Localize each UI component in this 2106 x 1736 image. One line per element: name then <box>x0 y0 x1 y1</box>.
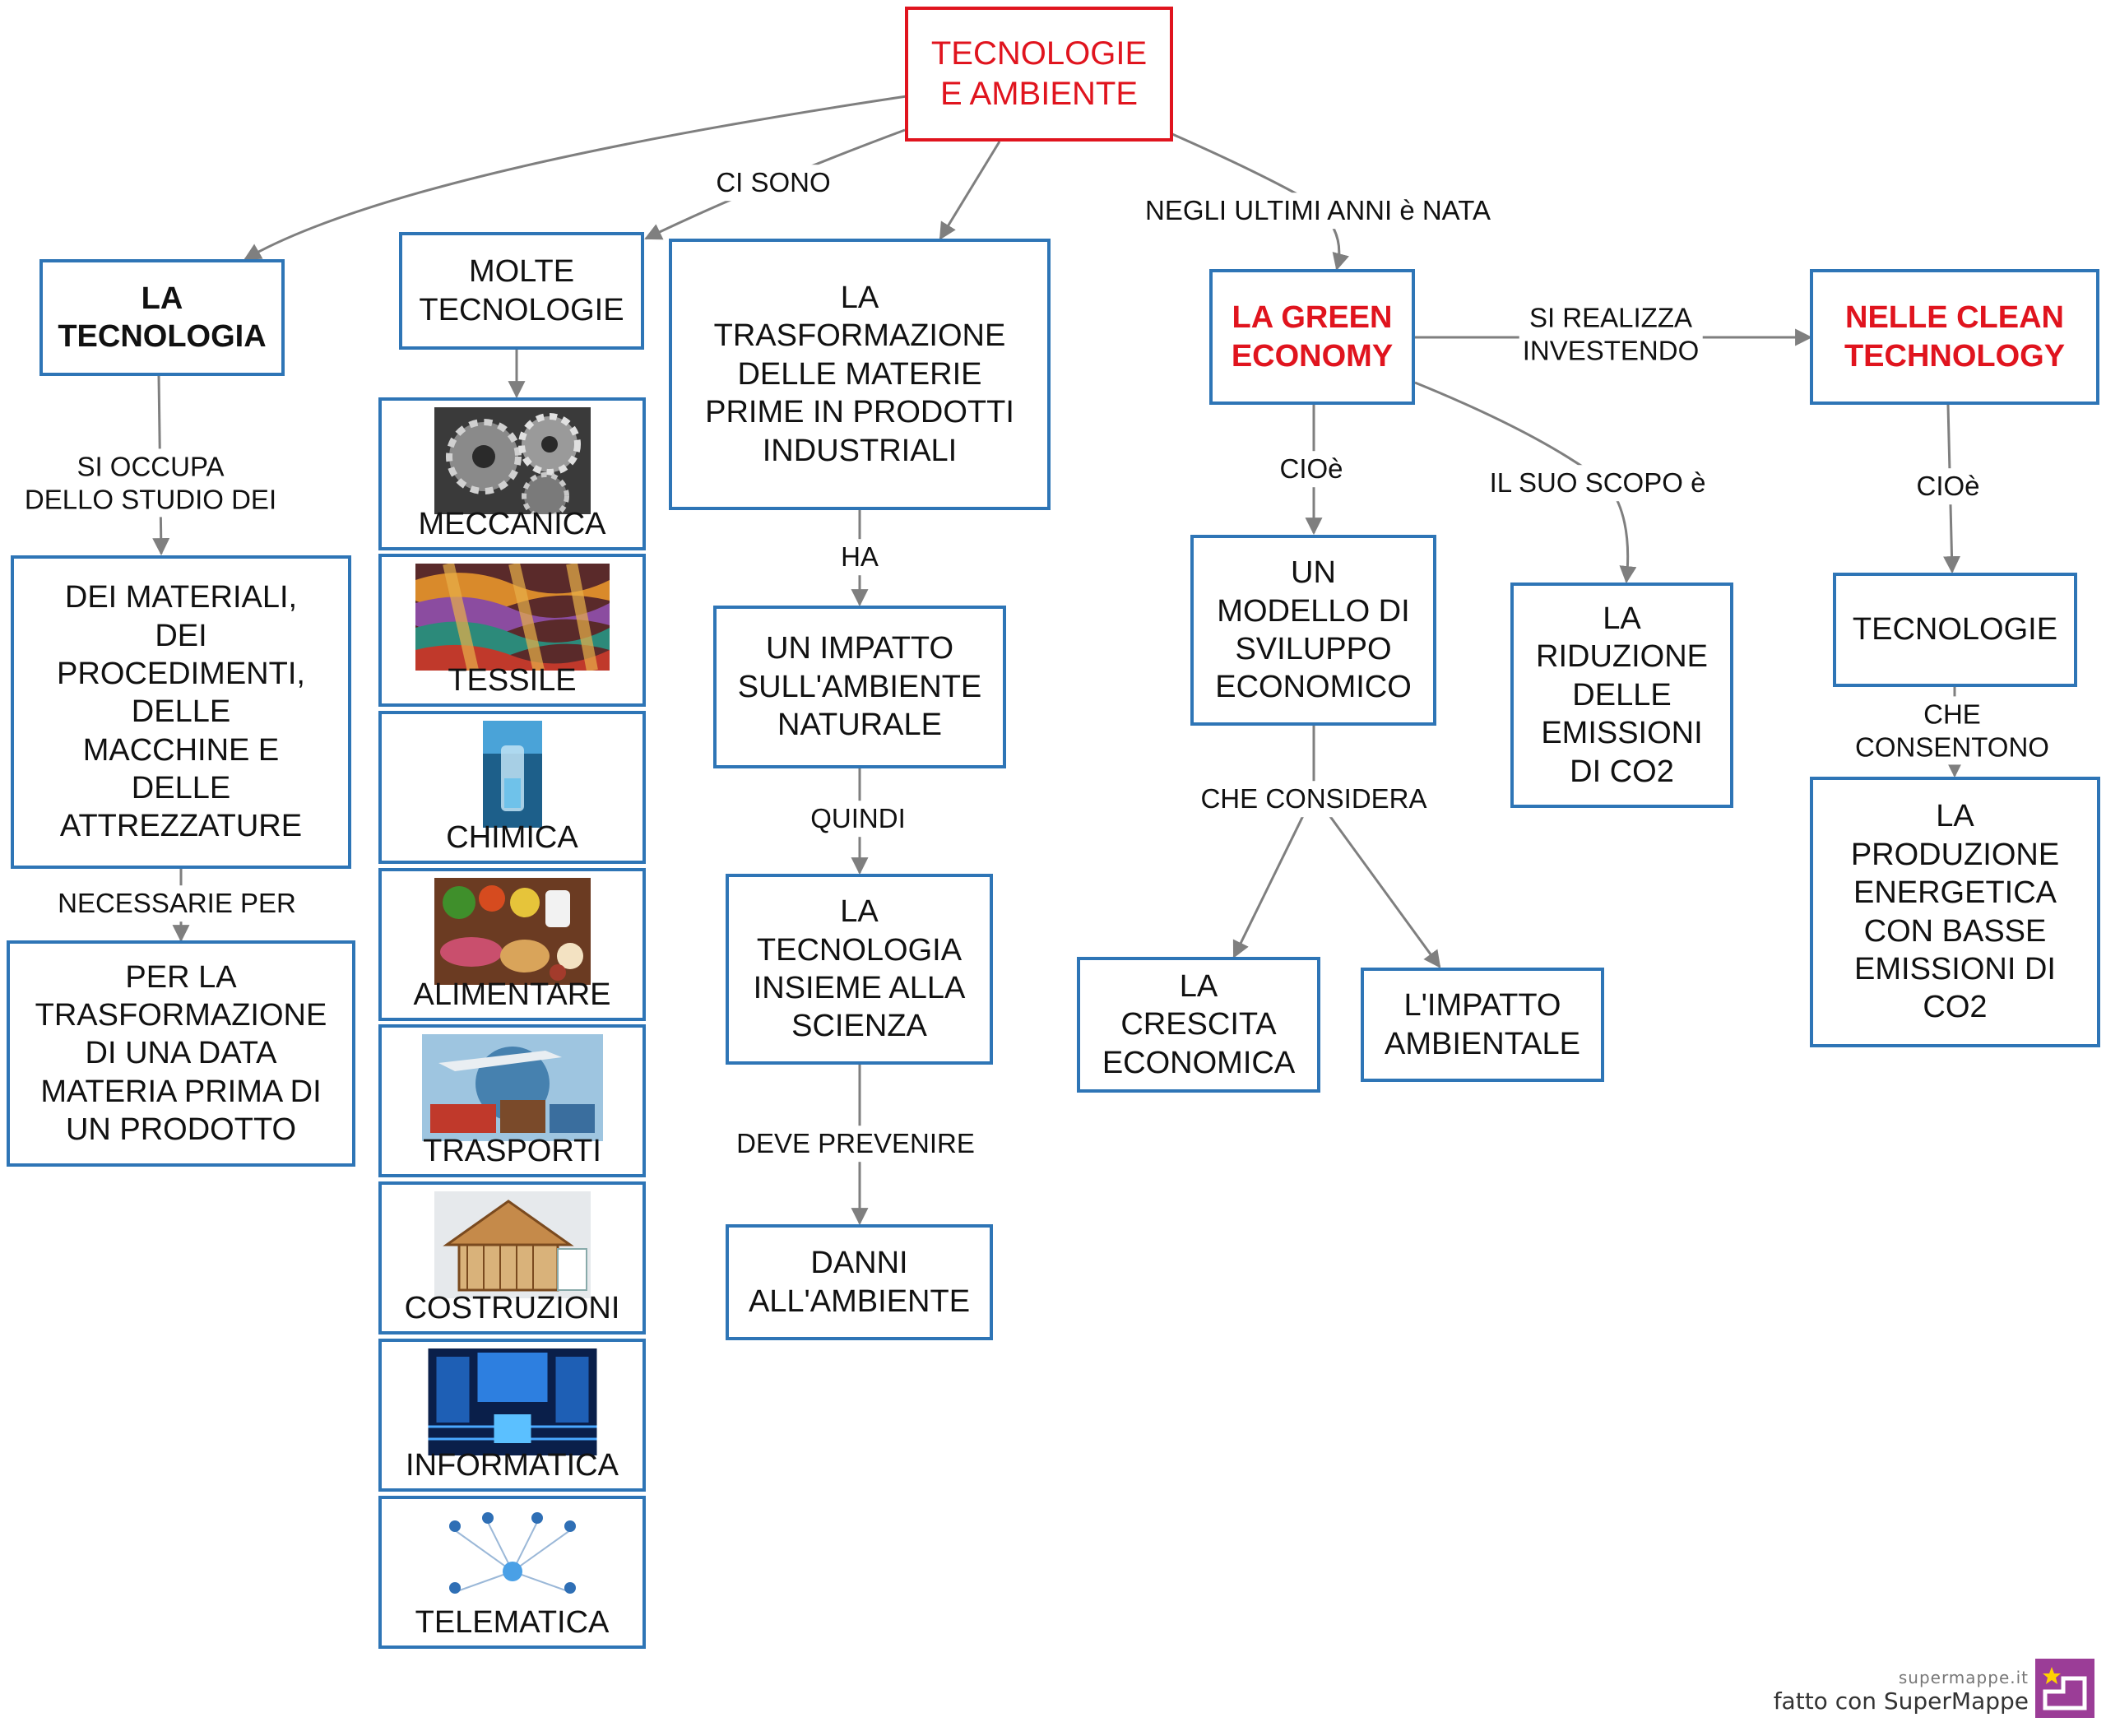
node-per-la-trasformazione: PER LA TRASFORMAZIONE DI UNA DATA MATERI… <box>7 940 355 1167</box>
node-crescita-economica: LA CRESCITA ECONOMICA <box>1077 957 1320 1093</box>
link-label-ha: HA <box>837 539 882 575</box>
node-dei-materiali: DEI MATERIALI, DEI PROCEDIMENTI, DELLE M… <box>11 555 351 869</box>
node-riduzione-emissioni: LA RIDUZIONE DELLE EMISSIONI DI CO2 <box>1510 583 1733 808</box>
node-tecnologie: TECNOLOGIE <box>1833 573 2077 687</box>
server-room-icon <box>428 1348 596 1455</box>
tech-tessile: TESSILE <box>378 554 646 707</box>
link-modello-impatto-ambientale <box>1312 793 1441 968</box>
tech-label: TRASPORTI <box>423 1134 601 1169</box>
link-label-che-consentono: CHE CONSENTONO <box>1852 696 2053 765</box>
tech-label: TESSILE <box>448 663 577 699</box>
transport-icon <box>421 1034 603 1141</box>
link-label-cioe-clean: CIOè <box>1913 468 1983 504</box>
tech-chimica: CHIMICA <box>378 711 646 864</box>
tech-label: TELEMATICA <box>415 1605 610 1641</box>
link-label-deve-prevenire: DEVE PREVENIRE <box>733 1126 978 1162</box>
house-construction-icon <box>434 1191 591 1298</box>
link-label-si-realizza: SI REALIZZA INVESTENDO <box>1519 299 1703 369</box>
node-impatto-ambientale: L'IMPATTO AMBIENTALE <box>1361 968 1604 1082</box>
link-root-trasformazione <box>939 141 1001 240</box>
tech-telematica: TELEMATICA <box>378 1496 646 1649</box>
brand-tagline: fatto con SuperMappe <box>1773 1687 2029 1715</box>
lab-flask-icon <box>482 721 542 828</box>
link-label-ci-sono: CI SONO <box>712 165 834 201</box>
node-danni: DANNI ALL'AMBIENTE <box>726 1224 993 1340</box>
link-label-negli-ultimi-anni: NEGLI ULTIMI ANNI è NATA <box>1142 193 1494 229</box>
brand-site: supermappe.it <box>1898 1668 2029 1687</box>
tech-label: CHIMICA <box>446 820 578 856</box>
node-molte-tecnologie: MOLTE TECNOLOGIE <box>399 232 644 350</box>
tech-label: ALIMENTARE <box>413 977 611 1013</box>
node-trasformazione-materie: LA TRASFORMAZIONE DELLE MATERIE PRIME IN… <box>669 239 1051 510</box>
link-label-quindi: QUINDI <box>807 801 909 837</box>
link-label-si-occupa: SI OCCUPA DELLO STUDIO DEI <box>21 448 281 518</box>
tech-alimentare: ALIMENTARE <box>378 868 646 1021</box>
tech-label: COSTRUZIONI <box>404 1291 620 1326</box>
link-modello-crescita <box>1232 726 1315 959</box>
tech-informatica: INFORMATICA <box>378 1339 646 1492</box>
branding: supermappe.it fatto con SuperMappe <box>1774 1668 2029 1715</box>
root-node: TECNOLOGIE E AMBIENTE <box>905 7 1173 142</box>
tech-costruzioni: COSTRUZIONI <box>378 1181 646 1334</box>
node-impatto: UN IMPATTO SULL'AMBIENTE NATURALE <box>713 606 1006 768</box>
link-label-il-suo-scopo: IL SUO SCOPO è <box>1486 465 1709 501</box>
yarn-icon <box>415 564 610 671</box>
node-clean-technology: NELLE CLEAN TECHNOLOGY <box>1810 269 2099 405</box>
link-label-che-considera: CHE CONSIDERA <box>1197 781 1431 817</box>
tech-label: MECCANICA <box>418 507 606 542</box>
network-people-icon <box>438 1506 587 1613</box>
node-green-economy: LA GREEN ECONOMY <box>1209 269 1415 405</box>
link-label-cioe-green: CIOè <box>1276 451 1347 487</box>
tech-meccanica: MECCANICA <box>378 397 646 550</box>
link-label-necessarie-per: NECESSARIE PER <box>54 885 299 921</box>
tech-trasporti: TRASPORTI <box>378 1024 646 1177</box>
node-produzione-energetica: LA PRODUZIONE ENERGETICA CON BASSE EMISS… <box>1810 777 2100 1047</box>
supermappe-logo-icon <box>2035 1659 2094 1718</box>
tech-label: INFORMATICA <box>406 1448 619 1483</box>
food-icon <box>434 878 591 985</box>
link-root-la-tecnologia <box>244 95 907 261</box>
node-la-tecnologia: LA TECNOLOGIA <box>39 259 285 376</box>
gears-icon <box>434 407 591 514</box>
node-tecnologia-scienza: LA TECNOLOGIA INSIEME ALLA SCIENZA <box>726 874 993 1065</box>
node-modello-sviluppo: UN MODELLO DI SVILUPPO ECONOMICO <box>1190 535 1436 726</box>
